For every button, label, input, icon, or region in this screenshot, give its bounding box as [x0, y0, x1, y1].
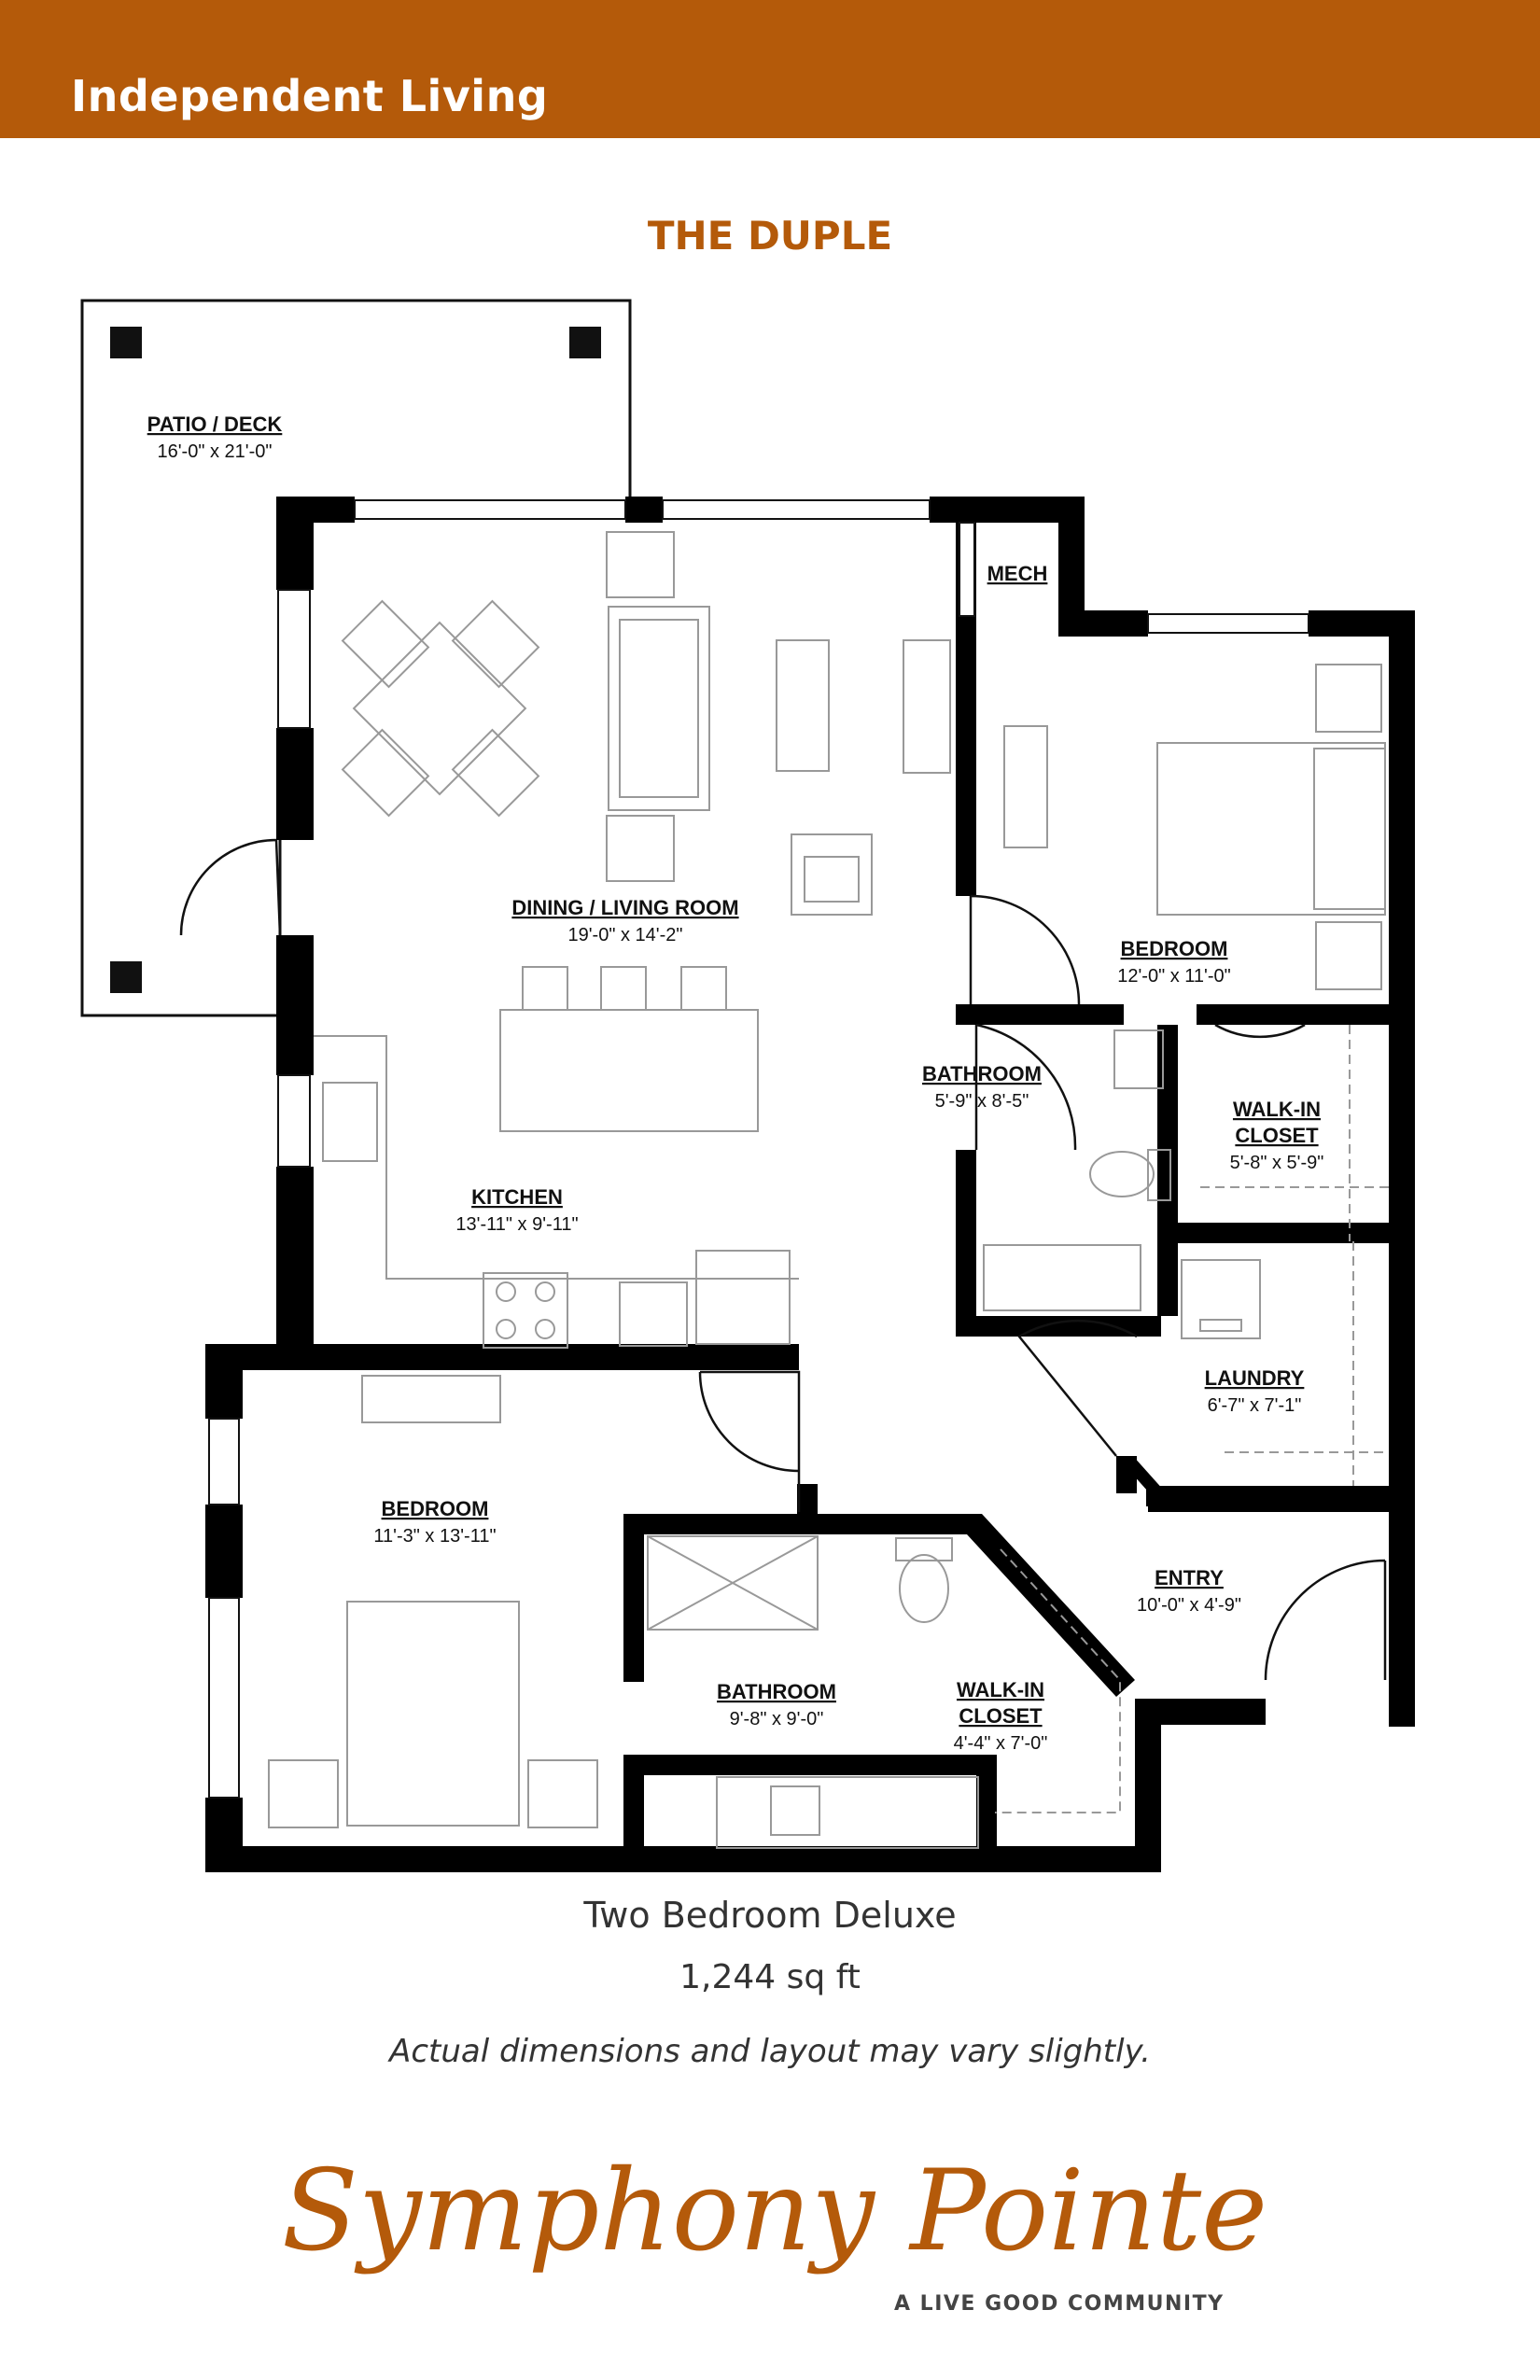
logo-tagline: A LIVE GOOD COMMUNITY: [894, 2292, 1225, 2316]
walkin2-dims: 4'-4" x 7'-0": [954, 1733, 1048, 1754]
bathroom1-dims: 5'-9" x 8'-5": [935, 1091, 1029, 1112]
bathroom2-dims: 9'-8" x 9'-0": [730, 1709, 824, 1729]
patio-dims: 16'-0" x 21'-0": [157, 441, 272, 462]
kitchen-label: KITCHEN: [471, 1185, 563, 1209]
entry-label: ENTRY: [1155, 1566, 1224, 1589]
walkin2-label-2: CLOSET: [959, 1704, 1043, 1728]
furniture: [268, 531, 1389, 1849]
patio-label: PATIO / DECK: [147, 413, 283, 436]
bedroom2-dims: 11'-3" x 13'-11": [373, 1526, 496, 1547]
room-labels: PATIO / DECK 16'-0" x 21'-0" MECH DINING…: [147, 413, 1324, 1754]
bedroom1-dims: 12'-0" x 11'-0": [1117, 966, 1231, 987]
symphony-pointe-logo: Symphony Pointe: [282, 2147, 1267, 2276]
svg-text:Symphony Pointe: Symphony Pointe: [282, 2147, 1267, 2276]
entry-dims: 10'-0" x 4'-9": [1137, 1595, 1241, 1616]
windows: [208, 499, 1309, 1799]
walkin1-dims: 5'-8" x 5'-9": [1230, 1153, 1324, 1173]
walkin1-label-1: WALK-IN: [1233, 1098, 1321, 1121]
bedroom1-label: BEDROOM: [1121, 937, 1228, 960]
walkin2-label-1: WALK-IN: [957, 1678, 1044, 1701]
walkin1-label-2: CLOSET: [1235, 1124, 1319, 1147]
header-banner: [0, 0, 1540, 138]
bathroom1-label: BATHROOM: [922, 1062, 1042, 1085]
doors: [179, 838, 1387, 1681]
dining-dims: 19'-0" x 14'-2": [567, 925, 682, 945]
mech-label: MECH: [987, 562, 1048, 585]
unit-size: 1,244 sq ft: [679, 1958, 861, 1996]
category-title: Independent Living: [71, 71, 549, 121]
unit-type: Two Bedroom Deluxe: [583, 1895, 957, 1936]
kitchen-dims: 13'-11" x 9'-11": [455, 1214, 578, 1235]
bedroom2-label: BEDROOM: [382, 1497, 489, 1520]
patio-posts: [110, 327, 601, 993]
plan-name: THE DUPLE: [647, 213, 893, 259]
bathroom2-label: BATHROOM: [717, 1680, 836, 1703]
laundry-label: LAUNDRY: [1205, 1366, 1305, 1390]
disclaimer-note: Actual dimensions and layout may vary sl…: [389, 2033, 1151, 2070]
laundry-dims: 6'-7" x 7'-1": [1208, 1395, 1302, 1416]
dining-label: DINING / LIVING ROOM: [511, 896, 738, 919]
